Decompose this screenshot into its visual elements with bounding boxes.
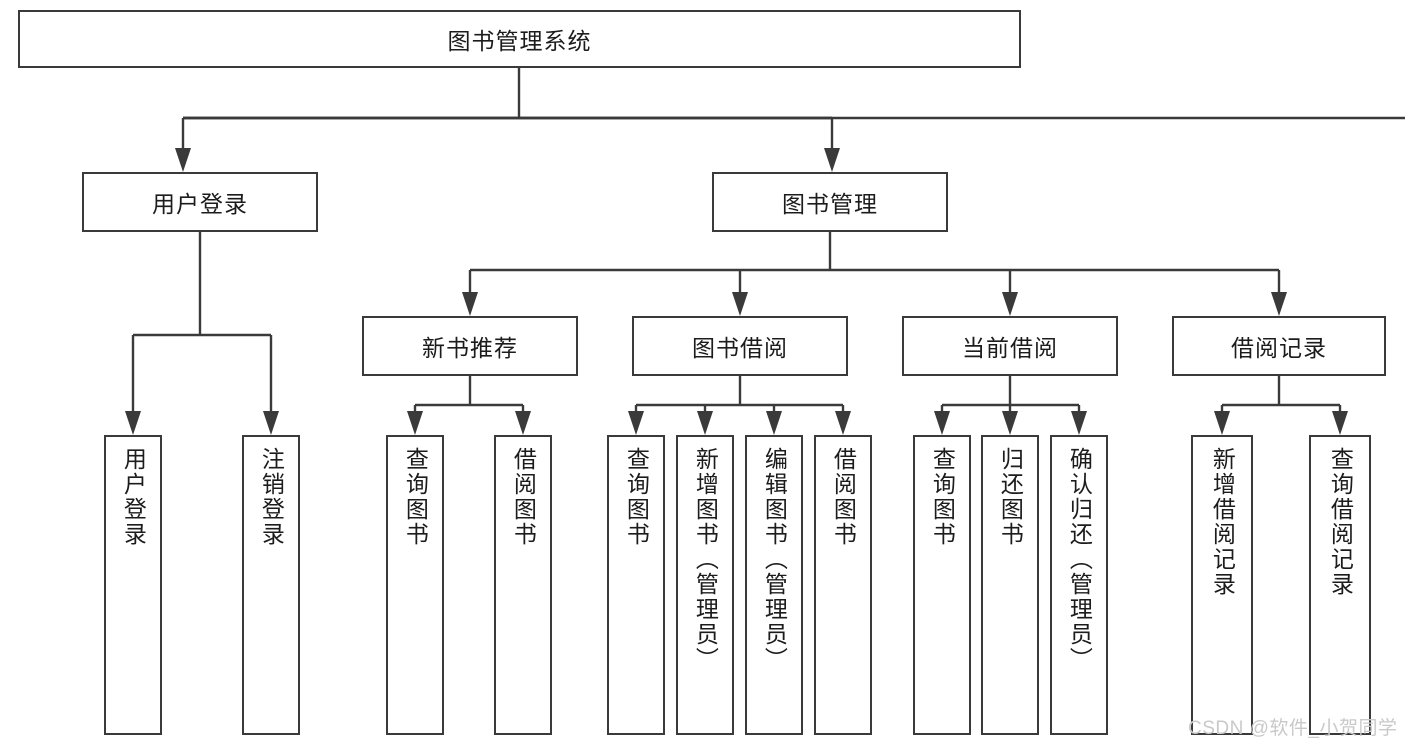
arrow-new-book-recommend xyxy=(462,292,478,316)
leaf-label: 借阅图书 xyxy=(510,447,537,547)
leaf-label: 查询图书 xyxy=(402,447,429,547)
arrow-book-management xyxy=(824,148,840,172)
arrow-leaf-user-login-1 xyxy=(125,411,141,435)
leaf-user-login-login[interactable]: 用户登录 xyxy=(104,435,162,735)
leaf-label: 用户登录 xyxy=(120,447,147,547)
leaf-label: 查询图书 xyxy=(929,447,956,547)
leaf-label: 注销登录 xyxy=(258,447,285,547)
leaf-label: 查询借阅记录 xyxy=(1327,447,1354,597)
leaf-nbr-borrow-book[interactable]: 借阅图书 xyxy=(494,435,552,735)
watermark: CSDN @软件_小贺同学 xyxy=(1188,718,1398,739)
leaf-bb-borrow-book[interactable]: 借阅图书 xyxy=(814,435,872,735)
leaf-label: 借阅图书 xyxy=(830,447,857,547)
leaf-bb-edit-book-admin[interactable]: 编辑图书（管理员） xyxy=(745,435,803,735)
arrow-book-borrow xyxy=(732,292,748,316)
leaf-br-query-record[interactable]: 查询借阅记录 xyxy=(1309,435,1371,735)
node-book-management-system[interactable]: 图书管理系统 xyxy=(18,10,1021,68)
node-label: 借阅记录 xyxy=(1231,335,1327,361)
leaf-cb-confirm-return-admin[interactable]: 确认归还（管理员） xyxy=(1050,435,1108,735)
leaf-br-add-record[interactable]: 新增借阅记录 xyxy=(1191,435,1253,735)
node-label: 图书借阅 xyxy=(692,335,788,361)
node-book-management[interactable]: 图书管理 xyxy=(712,172,948,232)
arrow-borrow-record xyxy=(1271,292,1287,316)
node-label: 图书管理系统 xyxy=(447,28,592,54)
node-user-login[interactable]: 用户登录 xyxy=(82,172,318,232)
leaf-label: 查询图书 xyxy=(623,447,650,547)
leaf-label: 归还图书 xyxy=(997,447,1024,547)
node-label: 当前借阅 xyxy=(962,335,1058,361)
node-borrow-record[interactable]: 借阅记录 xyxy=(1172,316,1386,376)
node-label: 图书管理 xyxy=(782,191,878,217)
leaf-label: 确认归还（管理员） xyxy=(1066,447,1093,672)
arrow-user-login xyxy=(175,148,191,172)
leaf-label: 编辑图书（管理员） xyxy=(761,447,788,672)
node-label: 用户登录 xyxy=(152,191,248,217)
node-book-borrow[interactable]: 图书借阅 xyxy=(632,316,848,376)
leaf-label: 新增借阅记录 xyxy=(1209,447,1236,597)
arrow-leaf-user-login-2 xyxy=(263,411,279,435)
leaf-cb-query-book[interactable]: 查询图书 xyxy=(913,435,971,735)
leaf-user-login-logout[interactable]: 注销登录 xyxy=(242,435,300,735)
leaf-bb-query-book[interactable]: 查询图书 xyxy=(607,435,665,735)
node-current-borrow[interactable]: 当前借阅 xyxy=(902,316,1118,376)
arrow-current-borrow xyxy=(1002,292,1018,316)
leaf-bb-add-book-admin[interactable]: 新增图书（管理员） xyxy=(676,435,734,735)
node-new-book-recommend[interactable]: 新书推荐 xyxy=(362,316,578,376)
leaf-cb-return-book[interactable]: 归还图书 xyxy=(981,435,1039,735)
leaf-label: 新增图书（管理员） xyxy=(692,447,719,672)
node-label: 新书推荐 xyxy=(422,335,518,361)
leaf-nbr-query-book[interactable]: 查询图书 xyxy=(386,435,444,735)
